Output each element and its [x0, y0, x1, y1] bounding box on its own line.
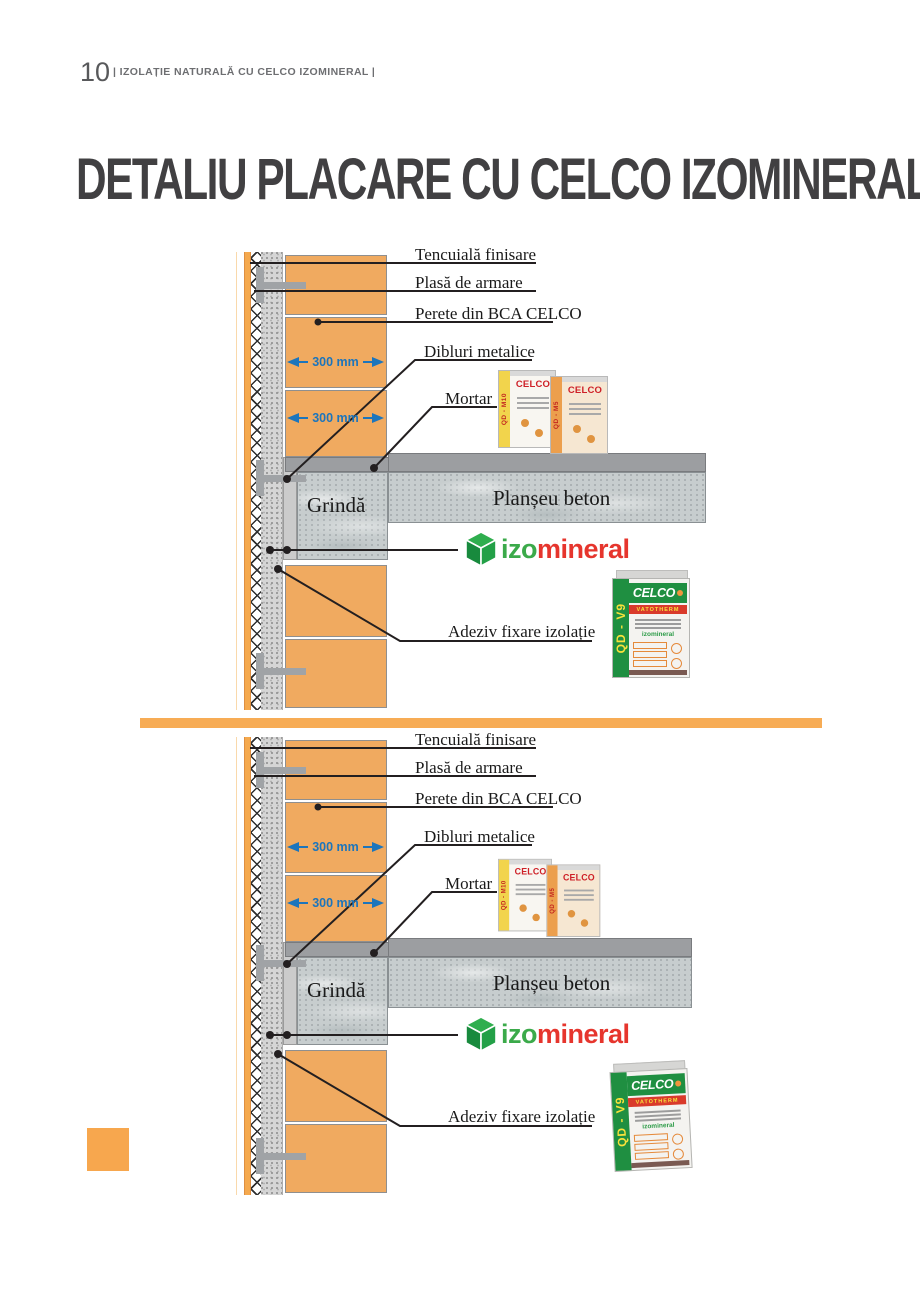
bag-qd-m5: QD - M5 CELCO	[546, 864, 601, 937]
mortar-bags-group: QD - M10 CELCO QD - M5 CELCO	[498, 368, 614, 456]
izomineral-wordmark: izomineral	[501, 533, 630, 564]
concrete-slab	[388, 957, 692, 1008]
arrow-left-icon	[287, 357, 299, 367]
page-number: 10	[80, 57, 111, 87]
arrow-left-icon	[287, 413, 299, 423]
label-mortar: Mortar	[445, 389, 493, 408]
arrow-left-icon	[287, 842, 299, 852]
leader-lines	[250, 747, 592, 1127]
label-plasa-armare: Plasă de armare	[415, 273, 523, 292]
label-perete-bca: Perete din BCA CELCO	[415, 304, 582, 323]
bag-qd-m5: QD - M5 CELCO	[550, 376, 608, 454]
label-planseu-beton: Planșeu beton	[493, 486, 611, 510]
mortar-band-right	[388, 938, 692, 957]
leader-lines	[250, 262, 592, 642]
orange-divider-bar	[140, 718, 822, 728]
izomineral-wordmark: izomineral	[501, 1018, 630, 1049]
page-title: DETALIU PLACARE CU CELCO IZOMINERAL	[76, 147, 920, 212]
concrete-slab	[388, 472, 706, 523]
label-mortar: Mortar	[445, 874, 493, 893]
metal-anchor	[256, 653, 306, 689]
metal-anchor	[256, 460, 306, 496]
dimension-300mm: 300 mm	[287, 896, 384, 910]
label-dibluri: Dibluri metalice	[424, 342, 535, 361]
finishing-plaster-layer	[244, 252, 251, 710]
running-header: | IZOLAȚIE NATURALĂ CU CELCO IZOMINERAL …	[113, 66, 376, 78]
concrete-beam	[297, 957, 388, 1045]
izomineral-logo: izomineral	[466, 532, 630, 566]
dimension-300mm: 300 mm	[287, 840, 384, 854]
bca-block	[285, 565, 387, 637]
dimension-300mm: 300 mm	[287, 355, 384, 369]
bag-qd-v9: QD - V9 CELCO VATOTHERM izomineral	[609, 1060, 693, 1178]
arrow-right-icon	[372, 898, 384, 908]
arrow-left-icon	[287, 898, 299, 908]
label-planseu-beton: Planșeu beton	[493, 971, 611, 995]
celco-dot-icon	[677, 590, 684, 596]
metal-anchor	[256, 752, 306, 788]
bca-block	[285, 317, 387, 388]
finishing-plaster-layer	[244, 737, 251, 1195]
label-plasa-armare: Plasă de armare	[415, 758, 523, 777]
bag-qd-v9: QD - V9 CELCO VATOTHERM izomineral	[612, 570, 690, 684]
label-perete-bca: Perete din BCA CELCO	[415, 789, 582, 808]
celco-dot-icon	[675, 1080, 682, 1087]
mortar-bags-group: QD - M10 CELCO QD - M5 CELCO	[498, 857, 606, 939]
izomineral-cube-icon	[466, 532, 496, 566]
metal-anchor	[256, 1138, 306, 1174]
arrow-right-icon	[372, 357, 384, 367]
plaster-outer-layer	[236, 252, 245, 710]
bca-block	[285, 875, 387, 942]
dimension-300mm: 300 mm	[287, 411, 384, 425]
label-dibluri: Dibluri metalice	[424, 827, 535, 846]
mortar-band-right	[388, 453, 706, 472]
bca-block	[285, 802, 387, 873]
orange-square-ornament	[87, 1128, 129, 1171]
label-adeziv: Adeziv fixare izolație	[448, 1107, 596, 1126]
metal-anchor	[256, 267, 306, 303]
bag-qd-m10: QD - M10 CELCO	[498, 370, 556, 448]
arrow-right-icon	[372, 842, 384, 852]
bca-block	[285, 1050, 387, 1122]
detail-diagram-top: 300 mm 300 mm Tencuială finisare Plasă d…	[0, 246, 920, 724]
metal-anchor	[256, 945, 306, 981]
label-grinda: Grindă	[307, 978, 366, 1002]
label-grinda: Grindă	[307, 493, 366, 517]
label-tencuiala: Tencuială finisare	[415, 730, 537, 749]
izomineral-logo: izomineral	[466, 1017, 630, 1051]
izomineral-cube-icon	[466, 1017, 496, 1051]
label-adeziv: Adeziv fixare izolație	[448, 622, 596, 641]
bag-qd-m10: QD - M10 CELCO	[498, 858, 552, 932]
concrete-beam	[297, 472, 388, 560]
plaster-outer-layer	[236, 737, 245, 1195]
arrow-right-icon	[372, 413, 384, 423]
detail-diagram-bottom: 300 mm 300 mm Tencuială finisare Plasă d…	[0, 731, 920, 1209]
label-tencuiala: Tencuială finisare	[415, 245, 537, 264]
